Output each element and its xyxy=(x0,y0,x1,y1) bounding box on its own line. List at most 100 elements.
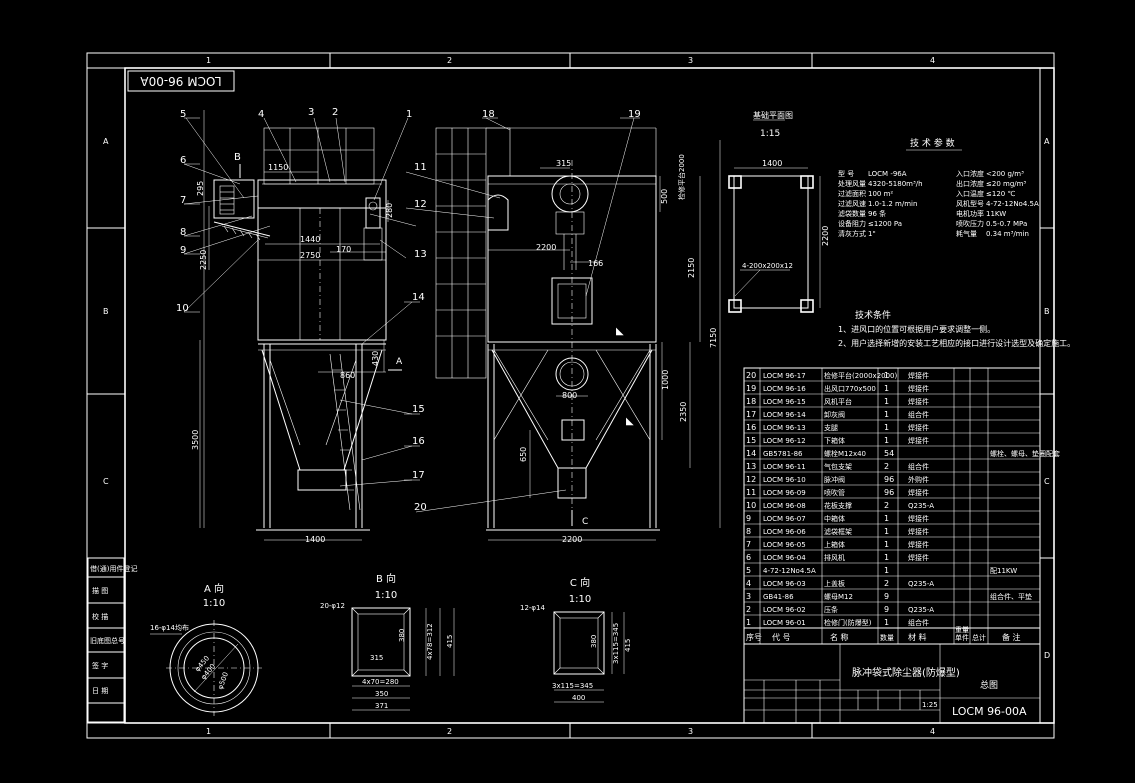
dim-280: 280 xyxy=(385,203,394,218)
dim-430: 430 xyxy=(371,351,380,366)
row-label-b: B xyxy=(103,307,109,316)
col-label-3-bottom: 3 xyxy=(688,727,693,736)
b-view-d315: 315 xyxy=(370,654,383,662)
tech-param-k2: 风机型号 xyxy=(956,199,984,208)
bom-cell-code: LOCM 96-15 xyxy=(763,398,806,406)
bom-cell-n: 20 xyxy=(746,371,756,380)
arrow-label-b: B xyxy=(234,152,241,163)
bom-cell-mat: 外购件 xyxy=(908,475,929,484)
dim-170: 170 xyxy=(336,245,351,254)
dim-2200-bottom: 2200 xyxy=(562,535,582,544)
bom-cell-note: 组合件、平垫 xyxy=(990,592,1032,601)
b-view xyxy=(351,607,455,711)
bom-cell-mat: 焊接件 xyxy=(908,488,929,497)
bom-cell-mat: 组合件 xyxy=(908,462,929,471)
bom-cell-code: LOCM 96-02 xyxy=(763,606,806,614)
bom-cell-q: 1 xyxy=(884,384,889,393)
left-box-2: 描 图 xyxy=(92,586,108,595)
bom-header-total: 总计 xyxy=(972,633,986,642)
bom-cell-n: 8 xyxy=(746,527,751,536)
bom-cell-n: 2 xyxy=(746,605,751,614)
title-block-name: 脉冲袋式除尘器(防爆型) xyxy=(852,666,960,679)
tech-param-k1: 设备阻力 xyxy=(838,219,866,228)
a-view-d500: φ500 xyxy=(216,671,230,691)
bom-cell-code: LOCM 96-10 xyxy=(763,476,806,484)
dim-7150: 7150 xyxy=(709,328,718,348)
tech-param-v1: 1" xyxy=(868,230,876,238)
bom-cell-name: 支腿 xyxy=(824,423,838,432)
bom-cell-q: 54 xyxy=(884,449,894,458)
bom-cell-q: 1 xyxy=(884,540,889,549)
dim-860: 860 xyxy=(340,371,355,380)
bom-cell-name: 花板支撑 xyxy=(824,501,852,510)
bom-cell-code: LOCM 96-13 xyxy=(763,424,806,432)
bom-table xyxy=(743,367,1041,645)
dim-2350: 2350 xyxy=(679,402,688,422)
bom-cell-n: 4 xyxy=(746,579,751,588)
tech-param-k1: 型 号 xyxy=(838,169,854,178)
bom-cell-code: GB41-86 xyxy=(763,593,794,601)
row-label-b-right: B xyxy=(1044,307,1050,316)
dim-1440: 1440 xyxy=(300,235,320,244)
bom-cell-note: 螺栓、螺母、垫圈配套 xyxy=(990,449,1060,458)
tech-req-item-2: 2、用户选择新增的安装工艺相应的接口进行设计选型及确定施工。 xyxy=(838,338,1075,348)
bom-cell-mat: 焊接件 xyxy=(908,514,929,523)
b-view-title: B 向 xyxy=(376,572,396,585)
tech-req-item-1: 1、进风口的位置可根据用户要求调整一侧。 xyxy=(838,324,995,334)
tech-param-v1: 100 m² xyxy=(868,190,893,198)
bom-cell-mat: 组合件 xyxy=(908,618,929,627)
bom-cell-q: 1 xyxy=(884,436,889,445)
left-record-boxes xyxy=(87,557,125,723)
bom-cell-mat: 焊接件 xyxy=(908,436,929,445)
bom-cell-name: 螺栓M12x40 xyxy=(824,449,866,458)
balloon-15: 15 xyxy=(412,404,425,415)
left-box-1: 借(通)用件登记 xyxy=(90,564,137,573)
tech-param-v1: 4320-5180m³/h xyxy=(868,180,923,188)
dim-2000-platform: 检修平台2000 xyxy=(677,154,686,200)
b-view-d4x78: 4x78=312 xyxy=(426,623,434,660)
dim-1150: 1150 xyxy=(268,163,288,172)
weld-symbol: ◣ xyxy=(616,326,624,337)
col-label-2: 2 xyxy=(447,56,452,65)
col-label-3: 3 xyxy=(688,56,693,65)
bom-cell-mat: Q235-A xyxy=(908,580,934,588)
bom-cell-name: 气包支架 xyxy=(824,462,852,471)
tech-param-k1: 过滤风速 xyxy=(838,199,866,208)
bom-header-mat: 材 料 xyxy=(908,632,927,642)
bom-cell-q: 1 xyxy=(884,397,889,406)
bom-cell-q: 2 xyxy=(884,579,889,588)
tech-param-v1: ≤1200 Pa xyxy=(868,220,902,228)
a-view-title: A 向 xyxy=(204,582,224,595)
bom-cell-name: 卸灰阀 xyxy=(824,410,845,419)
balloon-6: 6 xyxy=(180,155,186,166)
title-block xyxy=(743,643,1041,724)
row-label-c-right: C xyxy=(1044,477,1050,486)
bom-cell-code: LOCM 96-14 xyxy=(763,411,806,419)
dim-2750: 2750 xyxy=(300,251,320,260)
bom-cell-name: 滤袋框架 xyxy=(824,527,852,536)
dim-2250: 2250 xyxy=(199,250,208,270)
balloon-11: 11 xyxy=(414,162,427,173)
title-block-drawing-no: LOCM 96-00A xyxy=(952,705,1027,718)
balloon-4: 4 xyxy=(258,109,264,120)
balloon-8: 8 xyxy=(180,227,186,238)
tech-param-v1: 96 条 xyxy=(868,209,886,218)
row-label-d-right: D xyxy=(1044,651,1050,660)
bom-cell-code: LOCM 96-06 xyxy=(763,528,806,536)
bom-cell-n: 16 xyxy=(746,423,756,432)
bom-cell-n: 1 xyxy=(746,618,751,627)
dim-800: 800 xyxy=(562,391,577,400)
b-view-holes: 20-φ12 xyxy=(320,602,345,610)
bom-cell-n: 6 xyxy=(746,553,751,562)
bom-cell-mat: Q235-A xyxy=(908,606,934,614)
drawing-number-box xyxy=(127,70,235,92)
bom-cell-code: LOCM 96-07 xyxy=(763,515,806,523)
dim-500: 500 xyxy=(660,189,669,204)
tech-param-v2: 0.34 m³/min xyxy=(986,230,1029,238)
bom-header-n: 序号 xyxy=(746,632,762,642)
tech-param-v2: 4-72-12No4.5A xyxy=(986,200,1039,208)
dim-295: 295 xyxy=(196,181,205,196)
tech-param-k1: 处理风量 xyxy=(838,179,866,188)
